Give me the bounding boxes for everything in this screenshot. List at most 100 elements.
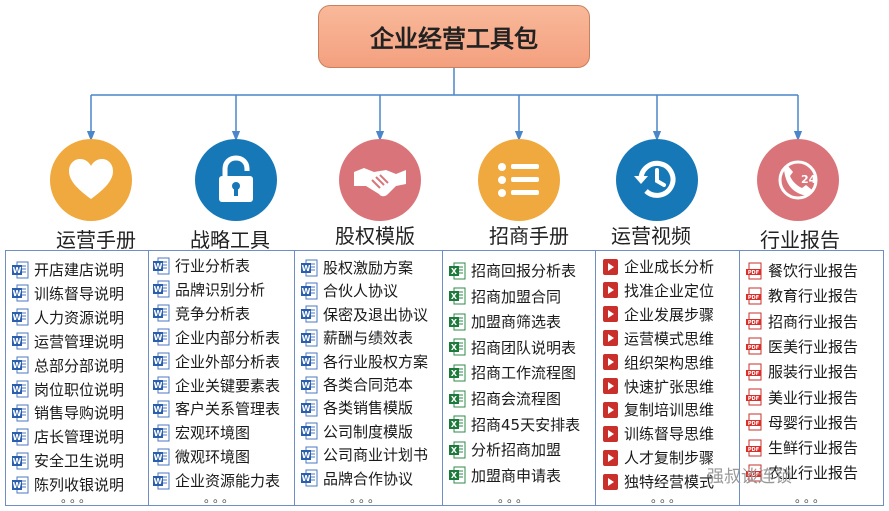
video-icon xyxy=(603,306,618,323)
list-item[interactable]: 训练督导思维 xyxy=(602,423,714,444)
svg-text:W: W xyxy=(13,433,22,442)
list-item-label: 公司商业计划书 xyxy=(323,446,429,465)
video-icon xyxy=(603,258,618,275)
word-icon: W xyxy=(153,280,170,298)
list-item[interactable]: 企业成长分析 xyxy=(602,256,714,277)
svg-text:W: W xyxy=(154,333,163,342)
word-icon: W xyxy=(153,400,170,418)
list-item[interactable]: 找准企业定位 xyxy=(602,280,714,301)
svg-text:X: X xyxy=(451,292,458,301)
svg-text:W: W xyxy=(13,313,22,322)
svg-text:W: W xyxy=(13,361,22,370)
list-item[interactable]: 运营模式思维 xyxy=(602,328,714,349)
svg-text:24: 24 xyxy=(801,173,817,186)
category-6-label: 行业报告 xyxy=(760,228,840,252)
list-item[interactable]: 人才复制步骤 xyxy=(602,447,714,468)
category-1-circle[interactable] xyxy=(50,139,132,221)
list-item[interactable]: W 微观环境图 xyxy=(153,446,250,467)
word-icon: W xyxy=(12,380,29,398)
svg-text:W: W xyxy=(13,266,22,275)
list-item[interactable]: 企业发展步骤 xyxy=(602,304,714,325)
category-3-circle[interactable] xyxy=(339,139,421,221)
list-item-label: 招商团队说明表 xyxy=(471,338,577,357)
heart-icon xyxy=(69,159,113,199)
list-item[interactable]: W 股权激励方案 xyxy=(301,257,413,278)
list-item-label: 运营模式思维 xyxy=(624,329,715,348)
video-icon xyxy=(603,401,618,418)
svg-text:W: W xyxy=(154,405,163,414)
category-5-circle[interactable] xyxy=(616,139,698,221)
category-6-circle[interactable]: 24 xyxy=(757,139,839,221)
svg-text:X: X xyxy=(451,395,458,404)
category-4-circle[interactable] xyxy=(478,139,560,221)
excel-icon: X xyxy=(449,441,466,459)
excel-icon: X xyxy=(449,313,466,331)
list-item-label: 企业发展步骤 xyxy=(624,305,715,324)
list-item-label: 训练督导说明 xyxy=(34,284,125,303)
word-icon: W xyxy=(12,261,29,278)
svg-text:W: W xyxy=(302,287,311,296)
list-item-label: 微观环境图 xyxy=(175,448,251,467)
list-item-label: 企业资源能力表 xyxy=(175,472,281,491)
svg-text:W: W xyxy=(302,264,311,273)
category-2-circle[interactable] xyxy=(195,139,277,221)
list-item-label: 股权激励方案 xyxy=(323,259,414,277)
excel-icon: X xyxy=(449,338,466,356)
svg-text:PDF: PDF xyxy=(748,371,759,377)
list-item[interactable]: X 招商团队说明表 xyxy=(449,337,576,358)
list-item-label: 美业行业报告 xyxy=(768,388,859,407)
list-item[interactable]: 复制培训思维 xyxy=(602,399,714,420)
svg-text:W: W xyxy=(154,453,163,462)
list-item[interactable]: 独特经营模式 xyxy=(602,471,714,492)
list-item[interactable]: 组织架构思维 xyxy=(602,352,714,373)
list-item[interactable]: 快速扩张思维 xyxy=(602,376,714,397)
svg-text:W: W xyxy=(154,357,163,366)
